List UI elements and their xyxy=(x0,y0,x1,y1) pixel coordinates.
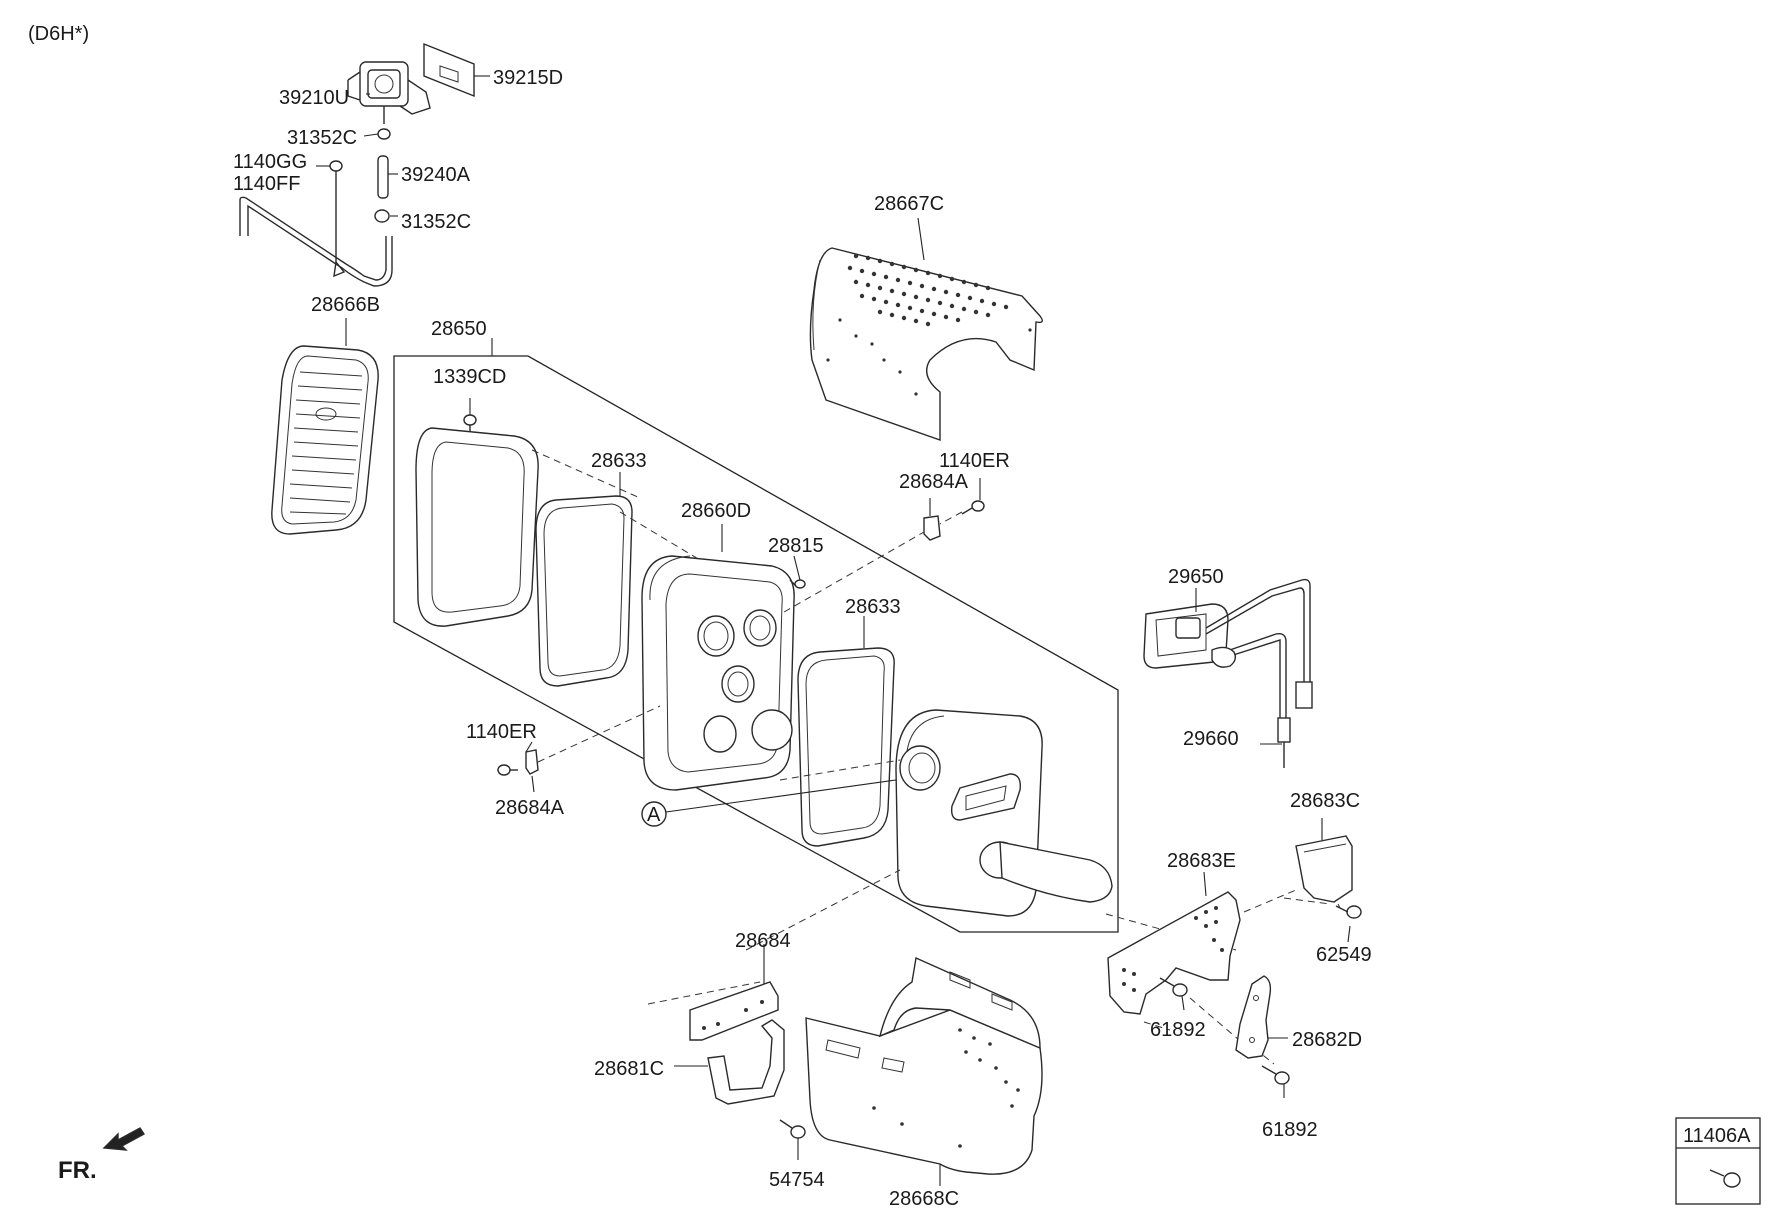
label-39215D: 39215D xyxy=(493,67,563,89)
part-28684A-clip-left xyxy=(525,749,539,775)
label-28683E: 28683E xyxy=(1167,850,1236,872)
part-28668C-lower-cover xyxy=(805,956,1043,1175)
part-39210U-sensor xyxy=(347,61,431,124)
callout-a-letter: A xyxy=(647,804,661,826)
label-28660D: 28660D xyxy=(681,500,751,522)
label-28633-right: 28633 xyxy=(845,596,901,618)
label-28683C: 28683C xyxy=(1290,790,1360,812)
part-1140ER-bolt-left xyxy=(497,764,518,776)
part-39240A-hose xyxy=(377,155,389,199)
label-29660: 29660 xyxy=(1183,728,1239,750)
label-54754: 54754 xyxy=(769,1169,825,1191)
part-31352C-clamp-bottom xyxy=(374,209,390,223)
part-61892-bolt-b xyxy=(1261,1065,1290,1085)
label-61892-a: 61892 xyxy=(1150,1019,1206,1041)
callout-a: A xyxy=(641,779,897,827)
legend-box-11406A: 11406A xyxy=(1675,1117,1761,1205)
part-61892-bolt-a xyxy=(1159,977,1188,997)
label-31352C-top: 31352C xyxy=(287,127,357,149)
model-code-label: (D6H*) xyxy=(28,23,89,45)
label-1140GG: 1140GG xyxy=(233,151,307,173)
front-direction-indicator: FR. xyxy=(58,1127,146,1184)
label-1140ER-left: 1140ER xyxy=(466,721,537,743)
label-28682D: 28682D xyxy=(1292,1029,1362,1051)
part-54754-bolt xyxy=(779,1119,806,1139)
label-28684: 28684 xyxy=(735,930,791,952)
legend-bolt-icon xyxy=(1709,1169,1741,1188)
label-28650: 28650 xyxy=(431,318,487,340)
part-28684-bracket xyxy=(689,981,779,1041)
label-28668C: 28668C xyxy=(889,1188,959,1210)
part-28633-gasket-left xyxy=(535,495,633,687)
part-31352C-clamp-top xyxy=(377,128,391,140)
part-labels: 39215D 39210U 31352C 1140GG 1140FF 39240… xyxy=(233,67,1372,1210)
fr-label: FR. xyxy=(58,1157,97,1184)
part-28684A-clip-top xyxy=(923,515,941,541)
part-muffler-main-body xyxy=(895,709,1113,917)
part-28681C-bracket xyxy=(707,1019,785,1105)
legend-part-number: 11406A xyxy=(1683,1125,1751,1147)
label-62549: 62549 xyxy=(1316,944,1372,966)
label-28666B: 28666B xyxy=(311,294,380,316)
assembly-28650-frame xyxy=(393,355,1119,933)
part-28682D-bracket xyxy=(1235,975,1272,1059)
leader-lines xyxy=(316,75,1351,1186)
part-28667C-heat-shield xyxy=(809,247,1043,441)
label-28681C: 28681C xyxy=(594,1058,664,1080)
label-39210U: 39210U xyxy=(279,87,349,109)
label-28633-left: 28633 xyxy=(591,450,647,472)
part-28683C-bracket xyxy=(1295,835,1353,903)
part-1140GG-bolt xyxy=(329,160,343,262)
label-28815: 28815 xyxy=(768,535,824,557)
part-28683E-mounting-plate xyxy=(1107,891,1241,1015)
part-29650-sensor-module xyxy=(1143,578,1313,768)
label-1140FF: 1140FF xyxy=(233,173,300,195)
part-28633-gasket-right xyxy=(797,647,895,847)
label-28684A-top: 28684A xyxy=(899,471,969,493)
label-1140ER-top: 1140ER xyxy=(939,450,1010,472)
part-62549-bolt xyxy=(1335,905,1362,919)
part-pressure-tube xyxy=(239,196,393,287)
part-39215D-bracket xyxy=(423,42,475,98)
part-1140ER-bolt-top xyxy=(961,500,985,515)
label-28684A-left: 28684A xyxy=(495,797,565,819)
label-28667C: 28667C xyxy=(874,193,944,215)
label-31352C-bottom: 31352C xyxy=(401,211,471,233)
part-1339CD-nut xyxy=(463,414,477,432)
part-28660D-catalytic-body xyxy=(641,555,795,791)
label-39240A: 39240A xyxy=(401,164,471,186)
label-61892-b: 61892 xyxy=(1262,1119,1318,1141)
label-29650: 29650 xyxy=(1168,566,1224,588)
part-end-cap-ring-left xyxy=(415,427,539,627)
label-1339CD: 1339CD xyxy=(433,366,506,388)
part-28666B-grille xyxy=(271,345,379,535)
